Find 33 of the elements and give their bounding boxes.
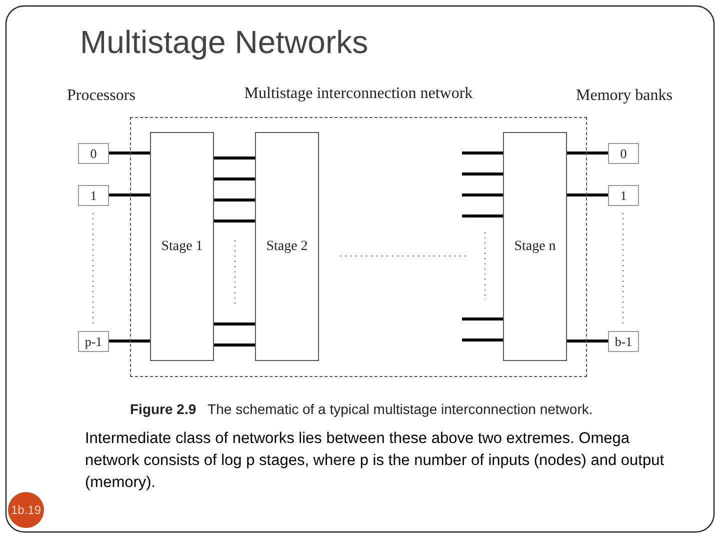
connector-line xyxy=(462,318,503,320)
connector-line xyxy=(109,340,150,342)
slide-number: 1b.19 xyxy=(8,492,44,528)
stage-box: Stage n xyxy=(503,132,567,361)
connector-line xyxy=(462,194,503,196)
body-text: Intermediate class of networks lies between these above two extremes. Omega network consists of log p stages, where p is the number of inputs (nodes) and output (memory). xyxy=(85,429,665,493)
port-box: 1 xyxy=(78,185,109,206)
connector-line xyxy=(567,152,608,154)
port-box: 0 xyxy=(78,143,109,164)
port-box: p-1 xyxy=(78,331,109,352)
connector-line xyxy=(462,172,503,176)
connector-line xyxy=(462,214,503,218)
connector-line xyxy=(567,194,608,196)
stage-box: Stage 1 xyxy=(150,132,214,361)
stage-box: Stage 2 xyxy=(255,132,319,361)
port-box: b-1 xyxy=(608,331,639,352)
connector-line xyxy=(214,220,255,222)
connector-line xyxy=(214,322,255,326)
column-heading: Processors xyxy=(67,87,136,105)
figure-caption: Figure 2.9 The schematic of a typical multistage interconnection network. xyxy=(130,401,594,417)
connector-line xyxy=(462,152,503,154)
port-box: 1 xyxy=(608,185,639,206)
column-heading: Memory banks xyxy=(576,87,674,105)
connector-line xyxy=(214,198,255,202)
connector-line xyxy=(214,344,255,346)
connector-line xyxy=(567,340,608,342)
connector-line xyxy=(109,194,150,196)
slide-title: Multistage Networks xyxy=(80,24,368,61)
connector-line xyxy=(109,152,150,154)
port-box: 0 xyxy=(608,143,639,164)
connector-line xyxy=(462,338,503,342)
connector-line xyxy=(214,178,255,180)
connector-line xyxy=(214,156,255,160)
